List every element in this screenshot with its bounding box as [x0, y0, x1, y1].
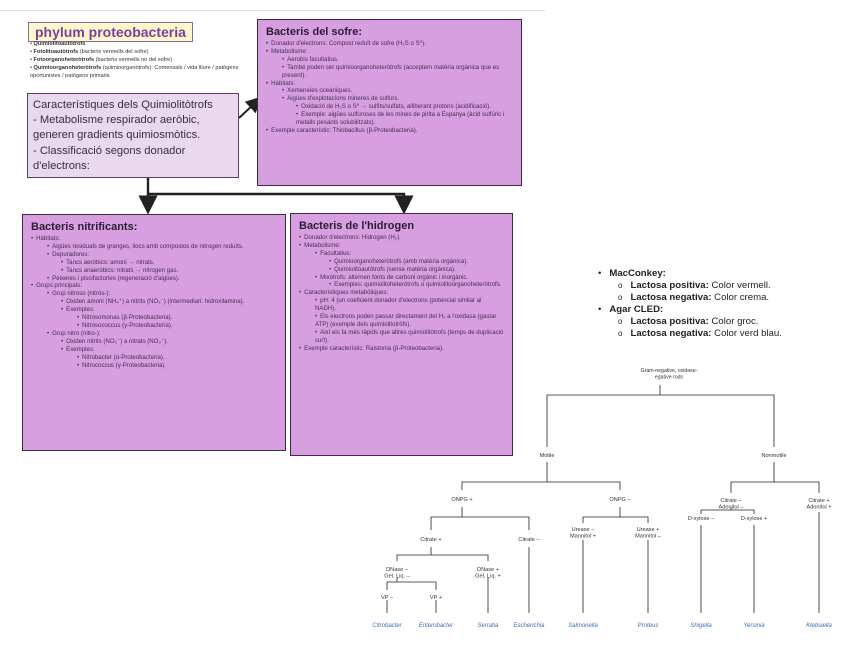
- tree-node-citrate-adonitol-pos: Citrate +Adonitol +: [806, 498, 831, 511]
- bullet-item: Característiques metabòliques:: [299, 289, 504, 297]
- tree-leaf-genus: Proteus: [638, 623, 659, 629]
- bullet-item: Nitrobacter (α-Proteobacteria).: [31, 354, 277, 362]
- bullet-list: Donador d'electrons: Compost reduït de s…: [266, 40, 513, 135]
- bullet-item: Quimiolitoautòtrofs (sense matèria orgàn…: [299, 266, 504, 274]
- tree-node-onpg-pos: ONPG +: [451, 497, 472, 503]
- phylum-title: phylum proteobacteria: [28, 22, 193, 42]
- box-title: Bacteris de l'hidrogen: [299, 220, 415, 232]
- bullet-item: Exemple característic: Thiobacillus (β-P…: [266, 127, 513, 135]
- quimio-line: - Metabolisme respirador aeròbic, genere…: [33, 114, 201, 142]
- tree-leaf-genus: Serratia: [477, 623, 499, 629]
- bullet-item: Exemples:: [31, 306, 277, 314]
- bullet-item: Exemples:: [31, 346, 277, 354]
- bullet-item: Exemple característic: Ralstonia (β-Prot…: [299, 345, 504, 353]
- bullet-item: Xemeneies oceàniques.: [266, 87, 513, 95]
- bullet-item: Metabolisme:: [299, 242, 504, 250]
- top-divider: [0, 10, 545, 11]
- bullet-item: Exemple: aigües sulfuroses de les mines …: [266, 111, 513, 127]
- bullet-list: Hàbitats:Aigües residuals de granges, ll…: [31, 235, 277, 369]
- bullet-item: Facultatius:: [299, 250, 504, 258]
- tree-node-nonmotile: Nonmotile: [761, 453, 786, 459]
- tree-node-vp-pos: VP +: [430, 595, 442, 601]
- bullet-item: Tancs anaeròbics: nitrats → nitrogen gas…: [31, 267, 277, 275]
- tree-node-dnase-neg: DNase –Gel. Liq. –: [384, 567, 410, 580]
- bullet-list: Donador d'electrons: Hidrogen (H₂).Metab…: [299, 234, 504, 353]
- tree-node-vp-neg: VP –: [381, 595, 394, 601]
- bullet-item: Aigües residuals de granges, llocs amb c…: [31, 243, 277, 251]
- tree-leaf-genus: Citrobacter: [372, 623, 402, 629]
- media-entry: Lactosa negativa: Color verd blau.: [598, 328, 838, 340]
- tree-node-dxylose-pos: D-xylose +: [741, 516, 768, 522]
- phylum-item: • Quimioorganoheteròtrofs (quimioorganòt…: [30, 65, 239, 79]
- culture-media-notes: MacConkey: Lactosa positiva: Color verme…: [598, 268, 838, 340]
- bullet-item: Aerobis facultatius.: [266, 56, 513, 64]
- bullet-item: Grup nitro (nitro-):: [31, 330, 277, 338]
- bullet-item: Oxiden nitrits (NO₂⁻) a nitrats (NO₃⁻).: [31, 338, 277, 346]
- bullet-item: Exemples: quimiolitoheteròtrofs o quimio…: [299, 281, 504, 289]
- media-entry: Lactosa positiva: Color groc.: [598, 316, 838, 328]
- bullet-item: Quimioorganoheteròtrofs (amb matèria org…: [299, 258, 504, 266]
- tree-leaf-genus: Escherichia: [513, 623, 545, 629]
- bullet-item: Oxiden amoni (NH₄⁺) a nitrits (NO₂⁻) (in…: [31, 298, 277, 306]
- quimio-line: - Classificació segons donador d'electro…: [33, 144, 186, 172]
- media-heading: Agar CLED:: [598, 304, 838, 316]
- bullet-item: Peixeres i piscifactories (regeneració d…: [31, 275, 277, 283]
- bacteris-sofre-box: Bacteris del sofre: Donador d'electrons:…: [257, 19, 522, 186]
- tree-node-onpg-neg: ONPG –: [609, 497, 631, 503]
- bacteris-nitrificants-box: Bacteris nitrificants: Hàbitats:Aigües r…: [22, 214, 286, 451]
- tree-edges: [386, 385, 820, 613]
- tree-node-dnase-pos: DNase +Gel. Liq. +: [475, 567, 501, 580]
- phylum-item: • Quimiolitoautòtrofs: [30, 41, 86, 47]
- bullet-item: Donador d'electrons: Hidrogen (H₂).: [299, 234, 504, 242]
- phylum-item: • Fotolitoautòtrofs (bacteris vermells d…: [30, 49, 149, 55]
- bacteris-hidrogen-box: Bacteris de l'hidrogen Donador d'electro…: [290, 213, 513, 456]
- bullet-item: Donador d'electrons: Compost reduït de s…: [266, 40, 513, 48]
- tree-leaf-genus: Salmonella: [568, 623, 598, 629]
- tree-leaves: Citrobacter Enterobacter Serratia Escherich…: [372, 623, 832, 629]
- bullet-item: Mixòtrofs: alternen fonts de carboni org…: [299, 274, 504, 282]
- bullet-item: Tancs aeròbics: amoni → nitrats.: [31, 259, 277, 267]
- tree-root: Gram-negative, oxidase-egative rods: [641, 368, 698, 381]
- tree-node-citrate-neg: Citrate –: [518, 537, 540, 543]
- bullet-item: Aigües d'explotacions mineres de sulfurs…: [266, 95, 513, 103]
- tree-leaf-genus: Shigella: [690, 623, 712, 629]
- bullet-item: Nitrosomonas (β-Proteobacteria).: [31, 314, 277, 322]
- tree-node-urease-pos: Urease +Mannitol –: [635, 527, 662, 540]
- bullet-item: També poden ser quimioorganoheteròtrofs …: [266, 64, 513, 80]
- bullet-item: Nitrococcus (γ-Proteobacteria).: [31, 362, 277, 370]
- bullet-item: Hàbitats:: [31, 235, 277, 243]
- bullet-item: Els electrons poden passar directament d…: [299, 313, 504, 329]
- bullet-item: Nitrosococcus (γ-Proteobacteria).: [31, 322, 277, 330]
- bullet-item: Grup nitroso (nitrós-):: [31, 290, 277, 298]
- bullet-item: Així els fa més ràpids que altres quimio…: [299, 329, 504, 345]
- box-title: Bacteris nitrificants:: [31, 221, 138, 233]
- tree-leaf-genus: Yersinia: [743, 623, 765, 629]
- tree-node-motile: Motile: [540, 453, 555, 459]
- tree-node-citrate-pos: Citrate +: [420, 537, 441, 543]
- media-entry: Lactosa positiva: Color vermell.: [598, 280, 838, 292]
- tree-leaf-genus: Enterobacter: [419, 623, 454, 629]
- quimio-line: Característiques dels Quimiolitòtrofs: [33, 99, 213, 111]
- bullet-item: Depuradores:: [31, 251, 277, 259]
- phylum-list: • Quimiolitoautòtrofs • Fotolitoautòtrofs…: [30, 40, 245, 80]
- tree-leaf-genus: Klebsiella: [806, 623, 832, 629]
- tree-node-citrate-adonitol-neg: Citrate –Adonitol –: [719, 498, 745, 511]
- tree-node-urease-neg: Urease –Mannitol +: [570, 527, 596, 540]
- phylum-item: • Fotoorganoheteròtrofs (bacteris vermel…: [30, 57, 173, 63]
- bullet-item: Grups principals:: [31, 282, 277, 290]
- bullet-item: Metabolisme:: [266, 48, 513, 56]
- bullet-item: Oxidació de H₂S o S⁰ → sulfits/sulfats, …: [266, 103, 513, 111]
- box-title: Bacteris del sofre:: [266, 26, 362, 38]
- tree-nodes: Gram-negative, oxidase-egative rods Moti…: [381, 368, 832, 601]
- quimiolitotrofs-box: Característiques dels Quimiolitòtrofs - …: [27, 93, 239, 178]
- bullet-item: pH: 4 (un coeficient donador d'electrons…: [299, 297, 504, 313]
- media-heading: MacConkey:: [598, 268, 838, 280]
- tree-node-dxylose-neg: D-xylose –: [688, 516, 715, 522]
- media-entry: Lactosa negativa: Color crema.: [598, 292, 838, 304]
- bullet-item: Hàbitats:: [266, 80, 513, 88]
